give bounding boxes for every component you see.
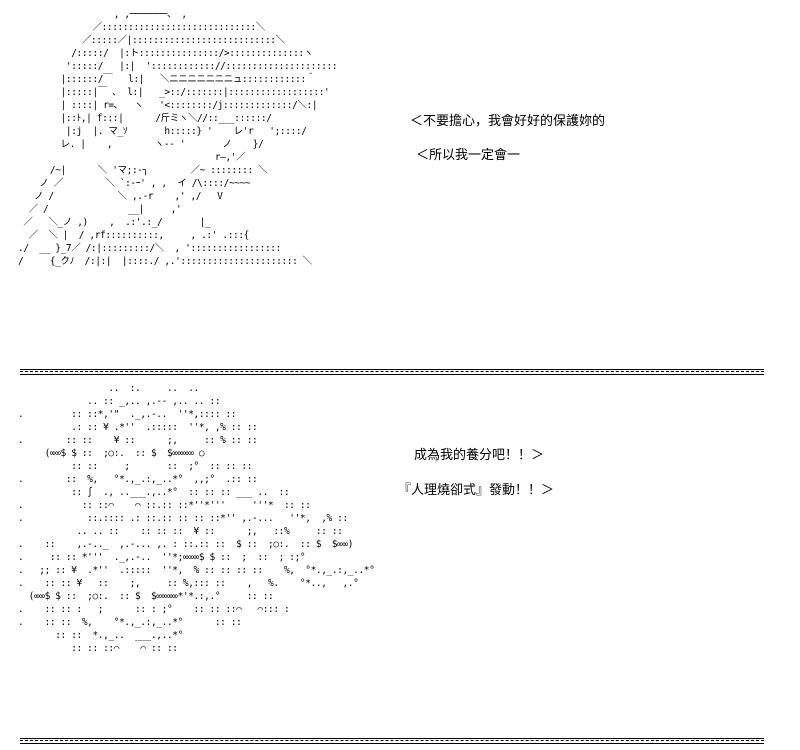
ascii-art-character: , ,───────、 , ／:::::::::::::::::::::::::… (18, 9, 338, 267)
dialogue-line: ＜所以我一定會一 (416, 148, 521, 163)
dialogue-line: 『人理燒卻式』發動！！＞ (398, 483, 555, 498)
dialogue-line: ＜不要擔心，我會好好的保護妳的 (410, 114, 606, 129)
section-divider (20, 738, 764, 744)
dialogue-line: 成為我的養分吧！！＞ (414, 448, 545, 463)
section-divider (20, 369, 764, 375)
ascii-art-energy-swirls: .. :. .. .. .. :: _,.. ,.-- ,.. .. :: . … (18, 383, 375, 654)
